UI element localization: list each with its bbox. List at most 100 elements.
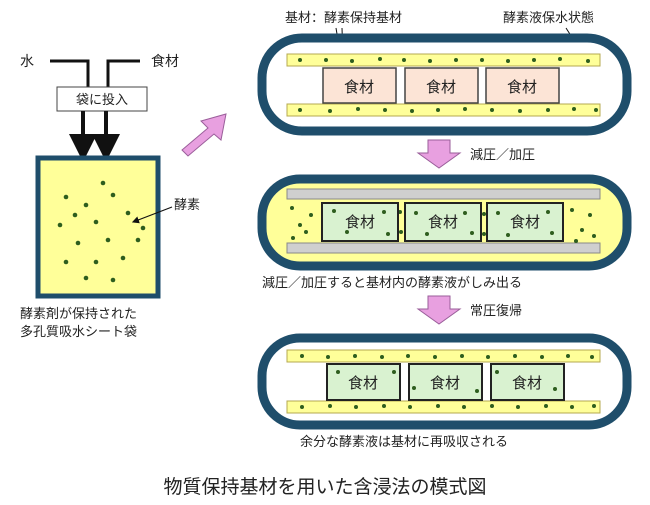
enzyme-dot [125,210,131,216]
enzyme-dot [332,209,336,213]
enzyme-dot [490,404,494,408]
enzyme-dot [480,58,484,62]
top-food-1 [322,67,397,104]
top-food-2-label: 食材 [426,78,456,96]
enzyme-dot [433,355,437,359]
absorbent-bag [35,155,161,299]
enzyme-dot [326,355,330,359]
middle-food-1-label: 食材 [345,213,375,231]
enzyme-dot [516,405,520,409]
enzyme-dot [506,233,510,237]
enzyme-dot [588,213,592,217]
enzyme-dot [83,275,89,281]
top-base-lower [286,103,601,117]
enzyme-dot [93,259,99,265]
bag-caption-line2: 多孔質吸水シート袋 [20,324,137,340]
enzyme-dot [436,404,440,408]
middle-food-2 [404,202,482,242]
bottom-food-1 [326,363,401,401]
enzyme-dot [428,59,432,63]
enzyme-dot [300,405,304,409]
enzyme-dot [574,239,578,243]
bag-step-label: 袋に投入 [76,92,128,108]
enzyme-dot [298,223,302,227]
enzyme-dot [495,370,499,374]
enzyme-dot [57,222,63,228]
enzyme-dot [580,228,584,232]
enzyme-dot [586,59,590,63]
enzyme-dot [540,355,544,359]
enzyme-dot [412,386,416,390]
enzyme-dot [463,107,467,111]
enzyme-dot [482,232,486,236]
enzyme-dot [328,404,332,408]
bottom-food-3-label: 食材 [512,374,542,392]
step2-arrow [416,295,462,325]
middle-food-2-label: 食材 [428,213,458,231]
enzyme-dot [460,354,464,358]
enzyme-dot [590,355,594,359]
enzyme-dot [93,219,99,225]
top-food-1-label: 食材 [344,78,374,96]
enzyme-dot [414,211,418,215]
enzyme-dot [378,57,382,61]
enzyme-dot [425,232,429,236]
enzyme-dot [382,404,386,408]
enzyme-dot [72,212,78,218]
bag-step-box [56,86,148,112]
enzyme-dot [558,57,562,61]
top-base-upper [286,53,601,67]
top-enzyme-dots [298,57,598,113]
enzyme-dot [328,109,332,113]
enzyme-dot [402,58,406,62]
enzyme-dot [594,108,598,112]
enzyme-dot [486,355,490,359]
base-label: 基材：酵素保持基材 [285,11,402,26]
enzyme-dot [462,405,466,409]
bottom-base-upper [286,349,601,363]
food-feed-line [106,59,140,87]
middle-food-dots [332,209,554,237]
step1-label: 減圧／加圧 [470,147,535,163]
enzyme-dot [110,277,116,283]
middle-base-upper [286,188,601,200]
enzyme-dot [63,194,69,200]
enzyme-dot [496,211,500,215]
enzyme-dot [100,180,106,186]
enzyme-dot [120,255,126,261]
enzyme-pointer [131,206,173,224]
bottom-food-3 [490,363,565,401]
enzyme-dot [463,211,467,215]
middle-food-3-label: 食材 [510,213,540,231]
water-feed-line [50,59,90,87]
middle-base-lower [286,242,601,254]
enzyme-dot [553,387,557,391]
enzyme-dot [490,108,494,112]
enzyme-dot [83,202,89,208]
enzyme-dot [592,234,596,238]
bottom-caption: 余分な酵素液は基材に再吸収される [300,434,508,450]
enzyme-dot [518,109,522,113]
enzyme-label: 酵素 [174,198,200,213]
bottom-food-2 [408,363,483,401]
top-food-2 [404,67,479,104]
state-label: 酵素液保水状態 [503,10,594,26]
enzyme-dot [454,58,458,62]
enzyme-dot [140,225,146,231]
bottom-base-lower [286,400,601,414]
enzyme-dot [354,405,358,409]
enzyme-dot [399,230,403,234]
enzyme-dot [550,231,554,235]
enzyme-dot [105,237,111,243]
figure-title: 物質保持基材を用いた含浸法の模式図 [163,476,486,498]
enzyme-dot [383,108,387,112]
enzyme-dot [475,389,479,393]
enzyme-dot [290,206,294,210]
enzyme-dot [298,108,302,112]
enzyme-dot [353,354,357,358]
enzyme-dot [546,108,550,112]
enzyme-dot [324,58,328,62]
enzyme-dot [408,405,412,409]
